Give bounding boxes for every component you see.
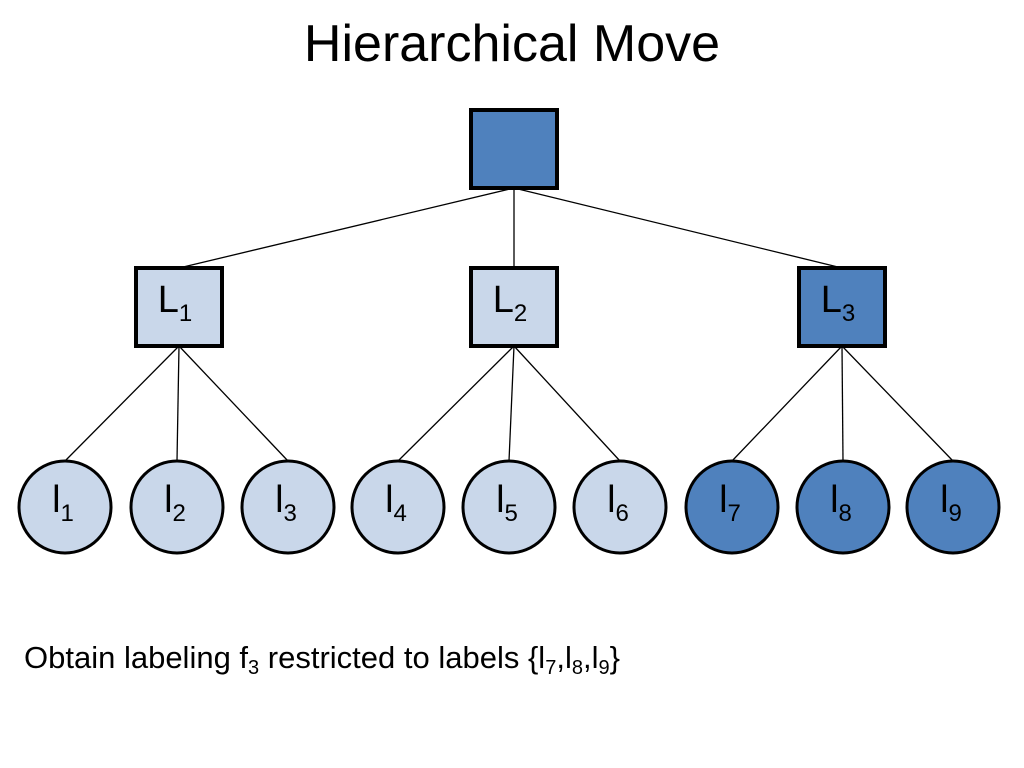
leaf-node-label-7-subscript: 7 <box>728 500 741 527</box>
leaf-node-label-4-subscript: 4 <box>394 500 407 527</box>
leaf-node-label-9: l9 <box>940 479 962 527</box>
group-node-label-3-main: L <box>821 279 842 321</box>
edge-group-to-leaf-2 <box>176 345 180 462</box>
leaf-node-label-5: l5 <box>496 479 518 527</box>
leaf-node-label-8-main: l <box>830 479 838 521</box>
edge-group-to-leaf-7 <box>731 345 843 462</box>
leaf-node-label-3-subscript: 3 <box>284 500 297 527</box>
group-node-label-2-subscript: 2 <box>514 300 527 327</box>
leaf-node-2 <box>129 459 225 555</box>
leaf-node-label-5-subscript: 5 <box>505 500 518 527</box>
group-node-label-1-main: L <box>158 279 179 321</box>
leaf-node-label-1-main: l <box>52 479 60 521</box>
leaf-node-label-5-main: l <box>496 479 504 521</box>
edge-group-to-leaf-6 <box>513 345 621 462</box>
caption-sub-2: 7 <box>545 657 557 679</box>
leaf-node-label-4: l4 <box>385 479 407 527</box>
group-node-3 <box>797 266 887 348</box>
leaf-node-label-4-main: l <box>385 479 393 521</box>
slide-title: Hierarchical Move <box>303 15 721 73</box>
group-node-2 <box>469 266 559 348</box>
root-node <box>469 108 559 190</box>
caption-text-1: Obtain labeling f <box>24 640 249 675</box>
leaf-node-9 <box>905 459 1001 555</box>
group-node-label-3: L3 <box>821 279 856 327</box>
leaf-node-label-1: l1 <box>52 479 74 527</box>
caption-sub-1: 3 <box>248 657 260 679</box>
leaf-node-label-3-main: l <box>275 479 283 521</box>
leaf-node-label-6-subscript: 6 <box>616 500 629 527</box>
group-node-label-2-main: L <box>493 279 514 321</box>
leaf-node-3 <box>240 459 336 555</box>
caption: Obtain labeling f3 restricted to labels … <box>24 640 620 679</box>
leaf-node-label-7-main: l <box>719 479 727 521</box>
edge-group-to-leaf-8 <box>841 345 844 462</box>
leaf-node-label-2: l2 <box>164 479 186 527</box>
leaf-node-7 <box>684 459 780 555</box>
leaf-node-8 <box>795 459 891 555</box>
leaf-node-label-9-main: l <box>940 479 948 521</box>
edge-group-to-leaf-3 <box>178 345 289 462</box>
leaf-node-label-8: l8 <box>830 479 852 527</box>
edge-group-to-leaf-5 <box>508 345 515 462</box>
edge-root-to-group-1 <box>178 187 515 269</box>
leaf-node-label-9-subscript: 9 <box>949 500 962 527</box>
group-node-label-1-subscript: 1 <box>179 300 192 327</box>
leaf-node-label-6-main: l <box>607 479 615 521</box>
tree-edges <box>64 187 954 462</box>
caption-text-4: ,l <box>582 640 599 675</box>
leaf-node-label-7: l7 <box>719 479 741 527</box>
edge-root-to-group-3 <box>513 187 843 269</box>
leaf-node-6 <box>572 459 668 555</box>
leaf-node-5 <box>461 459 557 555</box>
caption-text-3: ,l <box>556 640 572 675</box>
edge-group-to-leaf-9 <box>841 345 954 462</box>
leaf-node-label-1-subscript: 1 <box>61 500 74 527</box>
leaf-node-label-3: l3 <box>275 479 297 527</box>
group-node-label-2: L2 <box>493 279 528 327</box>
caption-sub-3: 8 <box>571 657 583 679</box>
caption-text-5: } <box>609 640 620 675</box>
leaf-node-4 <box>350 459 446 555</box>
group-node-1 <box>134 266 224 348</box>
leaf-node-label-2-main: l <box>164 479 172 521</box>
edge-group-to-leaf-1 <box>64 345 180 462</box>
caption-sub-4: 9 <box>598 657 610 679</box>
caption-text-2: restricted to labels {l <box>259 640 546 675</box>
group-node-label-1: L1 <box>158 279 193 327</box>
leaf-node-label-8-subscript: 8 <box>839 500 852 527</box>
leaf-node-1 <box>17 459 113 555</box>
leaf-node-label-6: l6 <box>607 479 629 527</box>
group-node-label-3-subscript: 3 <box>842 300 855 327</box>
leaf-node-label-2-subscript: 2 <box>173 500 186 527</box>
edge-group-to-leaf-4 <box>397 345 515 462</box>
